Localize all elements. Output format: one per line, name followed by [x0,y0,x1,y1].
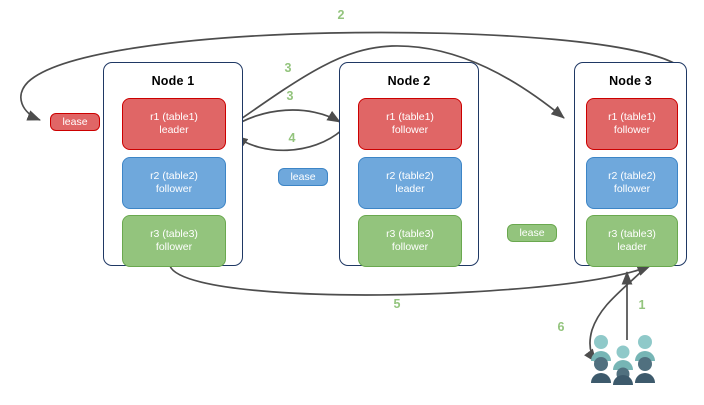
node2-replica-r3-role: follower [391,241,429,253]
users-icon [591,335,655,385]
node2-replica-r1-role: follower [391,124,429,136]
node3-replica-r2-role: follower [613,183,651,195]
node1-replica-r1-name: r1 (table1) [150,111,198,123]
edge-3-node1-to-node3 [227,45,565,129]
edge-5-node1-to-node3 [169,265,651,296]
node1-replica-r2-role: follower [155,183,193,195]
node2-replica-r3-name: r3 (table3) [386,228,434,240]
node-box-node1[interactable]: Node 1 r1 (table1) leader r2 (table2) fo… [103,62,243,267]
step-label-3-upper: 3 [284,61,292,75]
lease-badge-r1[interactable]: lease [50,113,100,131]
lease-badge-r3[interactable]: lease [507,224,557,242]
node3-replica-r2[interactable]: r2 (table2) follower [586,157,678,209]
node2-replica-r1[interactable]: r1 (table1) follower [358,98,462,150]
node3-replica-r1-name: r1 (table1) [608,111,656,123]
lease-badge-r2[interactable]: lease [278,168,328,186]
node1-replica-r1-role: leader [159,124,189,136]
node2-replica-r2-name: r2 (table2) [386,170,434,182]
edge-2-node3-to-lease-r1 [20,31,687,121]
node-box-node3[interactable]: Node 3 r1 (table1) follower r2 (table2) … [574,62,687,267]
node3-title: Node 3 [609,74,652,88]
node3-replica-r3[interactable]: r3 (table3) leader [586,215,678,267]
step-label-1: 1 [638,298,646,312]
node1-replica-r2-name: r2 (table2) [150,170,198,182]
step-label-4: 4 [288,131,296,145]
edge-4-node2-to-node1 [234,129,343,152]
step-label-5: 5 [393,297,401,311]
node1-replica-r3[interactable]: r3 (table3) follower [122,215,226,267]
lease-badge-r1-label: lease [62,116,88,128]
node2-replica-r1-name: r1 (table1) [386,111,434,123]
node-box-node2[interactable]: Node 2 r1 (table1) follower r2 (table2) … [339,62,479,267]
edge-6-node3-to-users [584,269,644,363]
node2-replica-r2[interactable]: r2 (table2) leader [358,157,462,209]
node3-replica-r2-name: r2 (table2) [608,170,656,182]
step-label-2: 2 [337,8,345,22]
node1-replica-r2[interactable]: r2 (table2) follower [122,157,226,209]
node2-replica-r3[interactable]: r3 (table3) follower [358,215,462,267]
node3-replica-r1-role: follower [613,124,651,136]
node1-title: Node 1 [151,74,195,88]
node1-replica-r3-role: follower [155,241,193,253]
node2-replica-r2-role: leader [395,183,425,195]
node3-replica-r1[interactable]: r1 (table1) follower [586,98,678,150]
node2-title: Node 2 [387,74,431,88]
lease-badge-r3-label: lease [519,227,545,239]
node1-replica-r3-name: r3 (table3) [150,228,198,240]
node3-replica-r3-name: r3 (table3) [608,228,656,240]
edge-3-node1-to-node2 [227,109,341,131]
step-label-3-lower: 3 [286,89,294,103]
lease-badge-r2-label: lease [290,171,316,183]
step-label-6: 6 [557,320,565,334]
node1-replica-r1[interactable]: r1 (table1) leader [122,98,226,150]
node3-replica-r3-role: leader [617,241,647,253]
